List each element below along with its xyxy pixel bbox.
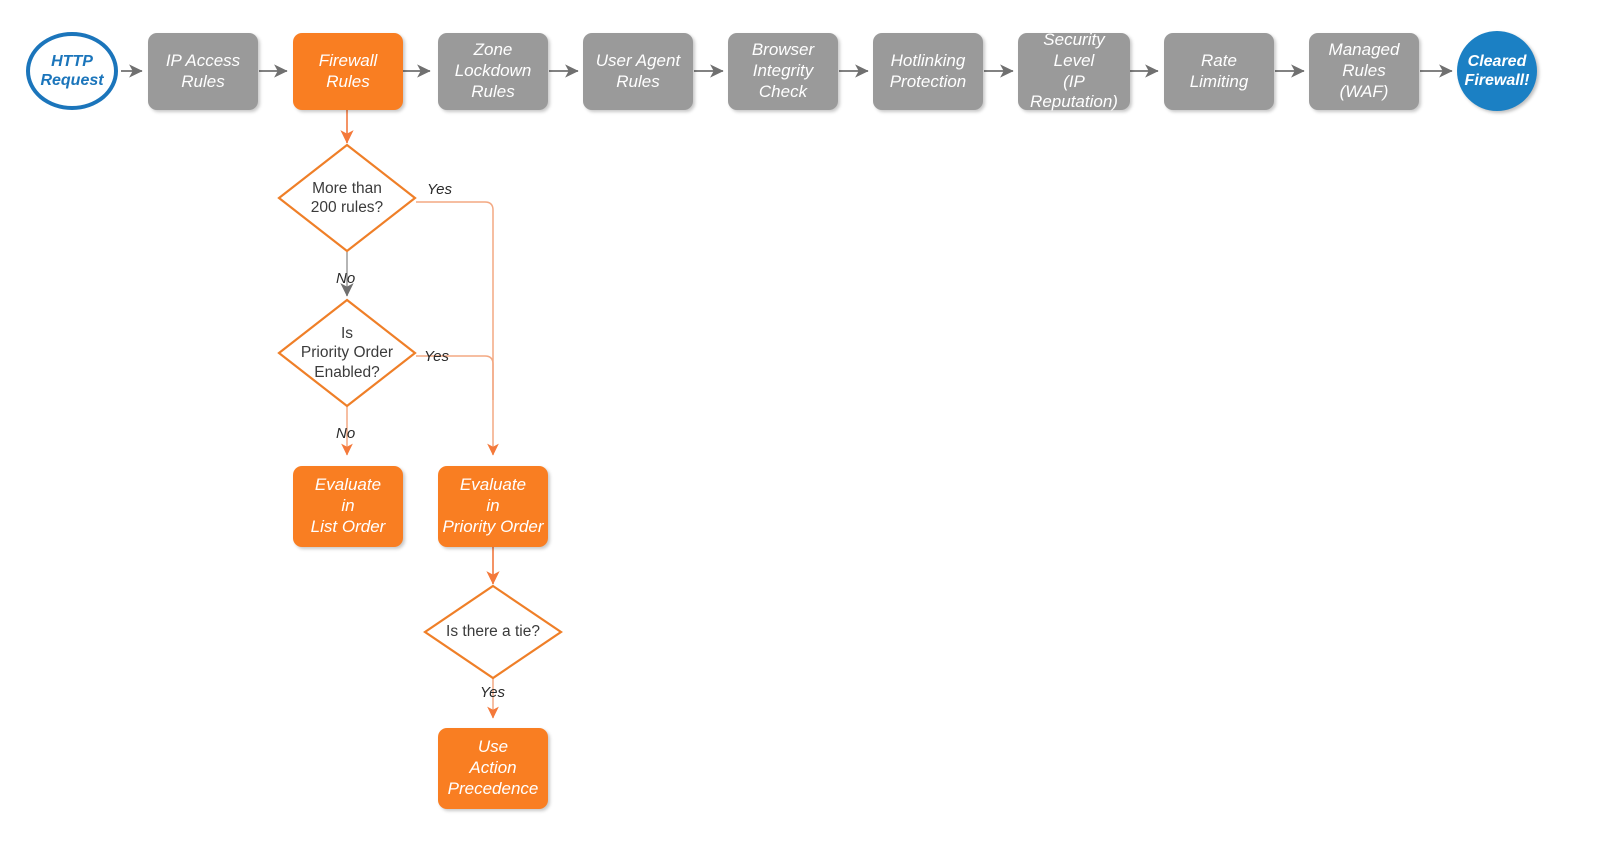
step-firewall-rules[interactable]: Firewall Rules xyxy=(293,33,403,110)
step-user-agent-rules[interactable]: User Agent Rules xyxy=(583,33,693,110)
step-browser-integrity-check[interactable]: Browser Integrity Check xyxy=(728,33,838,110)
step-rate-limiting[interactable]: Rate Limiting xyxy=(1164,33,1274,110)
step-label: IP Access Rules xyxy=(165,50,241,91)
decision-label: Is there a tie? xyxy=(446,623,540,641)
step-label: Rate Limiting xyxy=(1189,50,1249,91)
step-label: User Agent Rules xyxy=(595,50,681,91)
outcome-label: Evaluate in Priority Order xyxy=(442,475,544,536)
start-node-label: HTTP Request xyxy=(40,52,104,89)
step-zone-lockdown-rules[interactable]: Zone Lockdown Rules xyxy=(438,33,548,110)
decision-label: Is Priority Order Enabled? xyxy=(300,324,394,381)
end-node-label: Cleared Firewall! xyxy=(1464,52,1530,89)
step-security-level-ip-reputation[interactable]: Security Level (IP Reputation) xyxy=(1018,30,1130,112)
edge-label-priority-order-no: No xyxy=(336,425,356,442)
outcome-use-action-precedence[interactable]: Use Action Precedence xyxy=(438,728,548,809)
outcome-label: Use Action Precedence xyxy=(447,737,539,798)
decision-label: More than 200 rules? xyxy=(310,179,384,216)
edge-label-more-than-200-no: No xyxy=(336,270,356,287)
decision-more-than-200-rules[interactable]: More than 200 rules? xyxy=(277,143,417,253)
edge-label-more-than-200-yes: Yes xyxy=(427,181,453,198)
end-node-cleared-firewall[interactable]: Cleared Firewall! xyxy=(1457,31,1537,111)
step-managed-rules-waf[interactable]: Managed Rules (WAF) xyxy=(1309,33,1419,110)
step-label: Security Level (IP Reputation) xyxy=(1030,30,1118,112)
decision-is-there-a-tie[interactable]: Is there a tie? xyxy=(423,584,563,680)
outcome-label: Evaluate in List Order xyxy=(310,475,386,536)
outcome-evaluate-in-list-order[interactable]: Evaluate in List Order xyxy=(293,466,403,547)
decision-priority-order-enabled[interactable]: Is Priority Order Enabled? xyxy=(277,298,417,408)
step-label: Firewall Rules xyxy=(318,50,378,91)
start-node-http-request[interactable]: HTTP Request xyxy=(26,32,118,110)
edge-label-tie-yes: Yes xyxy=(480,684,506,701)
diamond-shape xyxy=(277,298,417,408)
step-label: Managed Rules (WAF) xyxy=(1328,40,1400,101)
step-ip-access-rules[interactable]: IP Access Rules xyxy=(148,33,258,110)
outcome-evaluate-in-priority-order[interactable]: Evaluate in Priority Order xyxy=(438,466,548,547)
diamond-shape xyxy=(277,143,417,253)
edge-label-priority-order-yes: Yes xyxy=(424,348,450,365)
step-label: Zone Lockdown Rules xyxy=(454,40,532,101)
step-hotlinking-protection[interactable]: Hotlinking Protection xyxy=(873,33,983,110)
step-label: Browser Integrity Check xyxy=(751,40,815,101)
step-label: Hotlinking Protection xyxy=(889,50,967,91)
diamond-shape xyxy=(423,584,563,680)
